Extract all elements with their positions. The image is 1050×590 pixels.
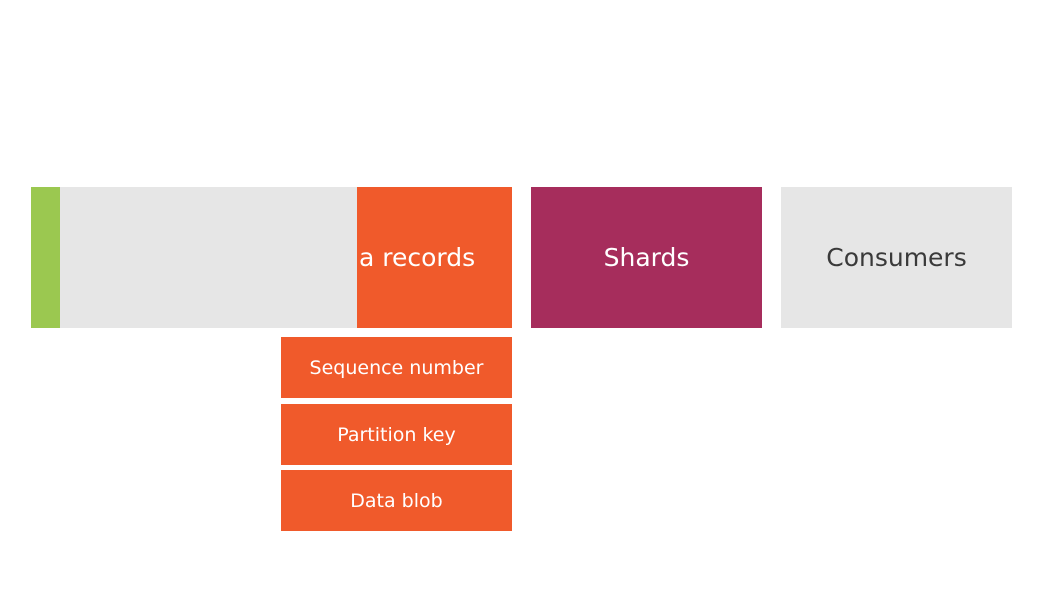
shards-box: Shards xyxy=(531,187,762,328)
record-field-label: Data blob xyxy=(350,489,443,512)
record-field-partition-key: Partition key xyxy=(281,404,512,465)
producer-accent-bar xyxy=(31,187,60,328)
data-records-label: a records xyxy=(359,243,476,272)
shards-label: Shards xyxy=(603,243,690,272)
record-field-label: Partition key xyxy=(337,423,456,446)
record-field-sequence-number: Sequence number xyxy=(281,337,512,398)
record-field-data-blob: Data blob xyxy=(281,470,512,531)
producers-panel xyxy=(60,187,357,328)
consumers-box: Consumers xyxy=(781,187,1012,328)
record-field-label: Sequence number xyxy=(309,356,484,379)
data-records-box: a records xyxy=(357,187,512,328)
consumers-label: Consumers xyxy=(826,243,967,272)
